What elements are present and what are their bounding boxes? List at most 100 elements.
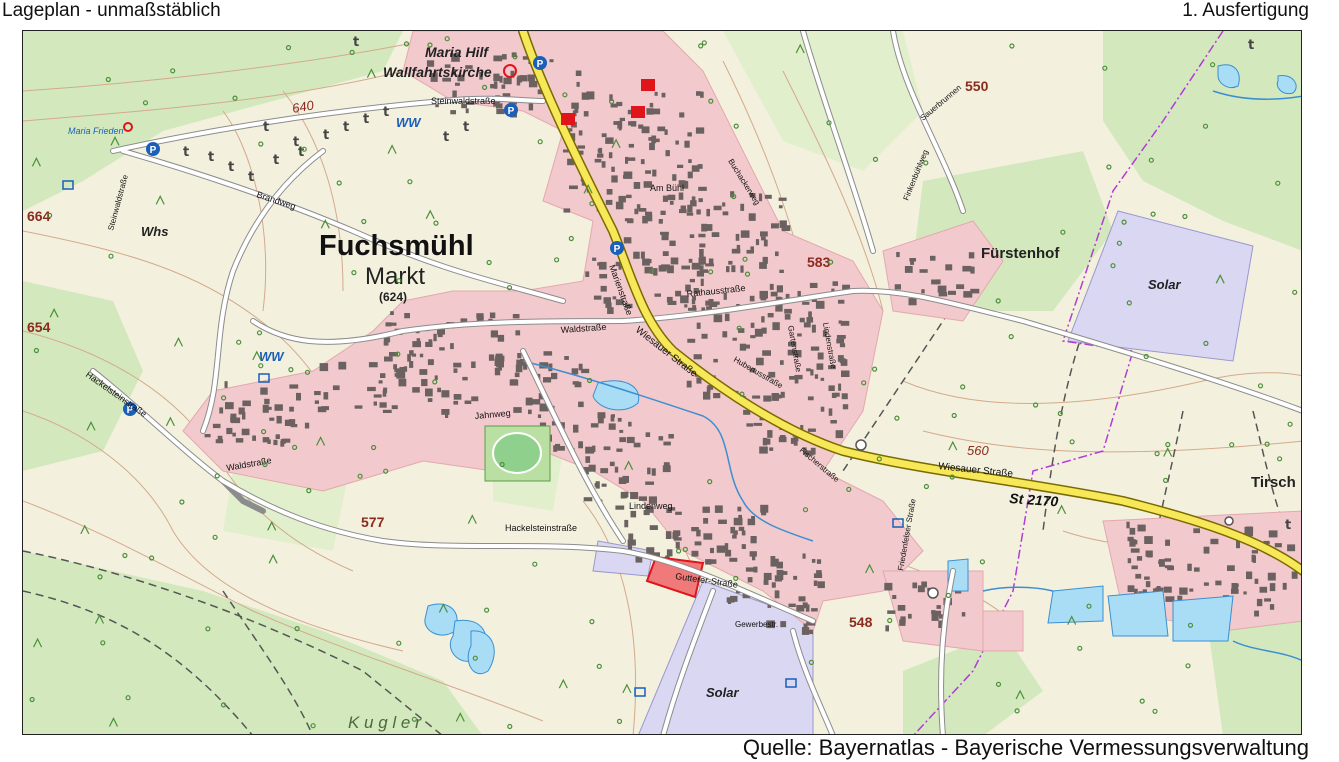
building: [663, 441, 671, 446]
building: [688, 159, 692, 163]
topographic-map[interactable]: P P P P P Fuchsmühl Markt (624) Maria Hi…: [23, 31, 1302, 735]
building: [794, 350, 802, 358]
building: [646, 547, 655, 554]
tree-symbol: [304, 369, 311, 375]
building: [731, 248, 741, 254]
building: [382, 390, 387, 397]
building: [1164, 565, 1173, 569]
building: [471, 396, 479, 402]
tree-symbol: [951, 412, 957, 419]
building: [910, 258, 915, 265]
building: [608, 152, 613, 159]
building: [678, 192, 684, 200]
building: [1127, 558, 1132, 564]
building: [775, 251, 779, 257]
building: [235, 438, 244, 443]
building: [619, 429, 624, 433]
solar-label-south: Solar: [706, 685, 739, 700]
building: [806, 368, 811, 372]
sports-field[interactable]: [484, 425, 551, 482]
building: [1274, 543, 1282, 548]
building: [517, 353, 522, 359]
building: [769, 283, 774, 290]
tree-symbol: [221, 395, 227, 401]
tree-symbol: [482, 84, 488, 91]
building: [698, 198, 703, 203]
building: [763, 239, 768, 247]
building: [652, 552, 660, 557]
building: [633, 442, 641, 448]
building: [611, 175, 618, 183]
conifer-symbol: [622, 683, 632, 694]
building: [735, 233, 740, 241]
building: [400, 367, 405, 374]
parking-icons[interactable]: P P P P P: [123, 56, 624, 416]
tree-symbol: [1275, 180, 1281, 186]
elevation-640: 640: [291, 97, 316, 116]
tree-symbol: [396, 640, 402, 646]
conifer-symbol: [948, 440, 958, 451]
building: [799, 317, 805, 323]
building: [784, 314, 791, 320]
building: [212, 423, 221, 429]
building: [1127, 536, 1134, 542]
building: [493, 55, 503, 62]
building: [645, 481, 654, 485]
building: [766, 438, 771, 445]
building: [759, 262, 767, 269]
building: [585, 456, 591, 463]
tree-symbol: [214, 473, 220, 479]
building: [803, 447, 807, 455]
building: [603, 446, 611, 451]
building: [465, 108, 469, 114]
building: [884, 582, 893, 591]
building: [796, 605, 805, 612]
building: [778, 197, 787, 201]
tree-symbol: [432, 379, 438, 385]
tree-symbol: [1152, 708, 1158, 714]
building: [275, 434, 280, 439]
building: [917, 585, 925, 593]
building: [710, 547, 714, 554]
building: [314, 400, 319, 404]
elevation-550: 550: [965, 78, 989, 94]
tree-symbol: [1060, 229, 1066, 235]
tree-symbol: [537, 139, 543, 145]
building: [816, 559, 822, 564]
tree-symbol: [125, 695, 131, 701]
building: [603, 297, 611, 304]
tree-symbol: [871, 366, 878, 372]
building: [453, 362, 462, 368]
building: [437, 387, 441, 393]
building: [427, 398, 433, 402]
building: [1256, 598, 1263, 607]
tree-symbol: [142, 100, 149, 106]
building: [496, 109, 505, 115]
building: [811, 608, 818, 612]
building: [709, 302, 718, 307]
elevation-577: 577: [361, 514, 385, 530]
tree-symbol: [261, 429, 267, 435]
map-frame[interactable]: P P P P P Fuchsmühl Markt (624) Maria Hi…: [22, 30, 1302, 735]
tree-symbol: [1143, 353, 1149, 360]
building: [749, 295, 755, 302]
building: [711, 232, 720, 237]
building: [523, 365, 528, 370]
building: [1145, 581, 1151, 588]
building: [745, 567, 754, 572]
building: [605, 302, 612, 308]
building: [633, 182, 641, 189]
cross-symbol: t: [263, 120, 269, 135]
building: [615, 299, 624, 306]
poi-icons[interactable]: [62, 64, 1234, 697]
building: [687, 132, 692, 137]
building: [515, 330, 521, 336]
building: [238, 407, 245, 415]
tree-symbol: [395, 351, 401, 357]
building: [731, 265, 736, 273]
building: [691, 299, 696, 305]
building: [755, 239, 760, 246]
building: [455, 82, 460, 86]
tree-symbol: [1264, 441, 1270, 447]
conifer-symbol: [110, 136, 120, 146]
